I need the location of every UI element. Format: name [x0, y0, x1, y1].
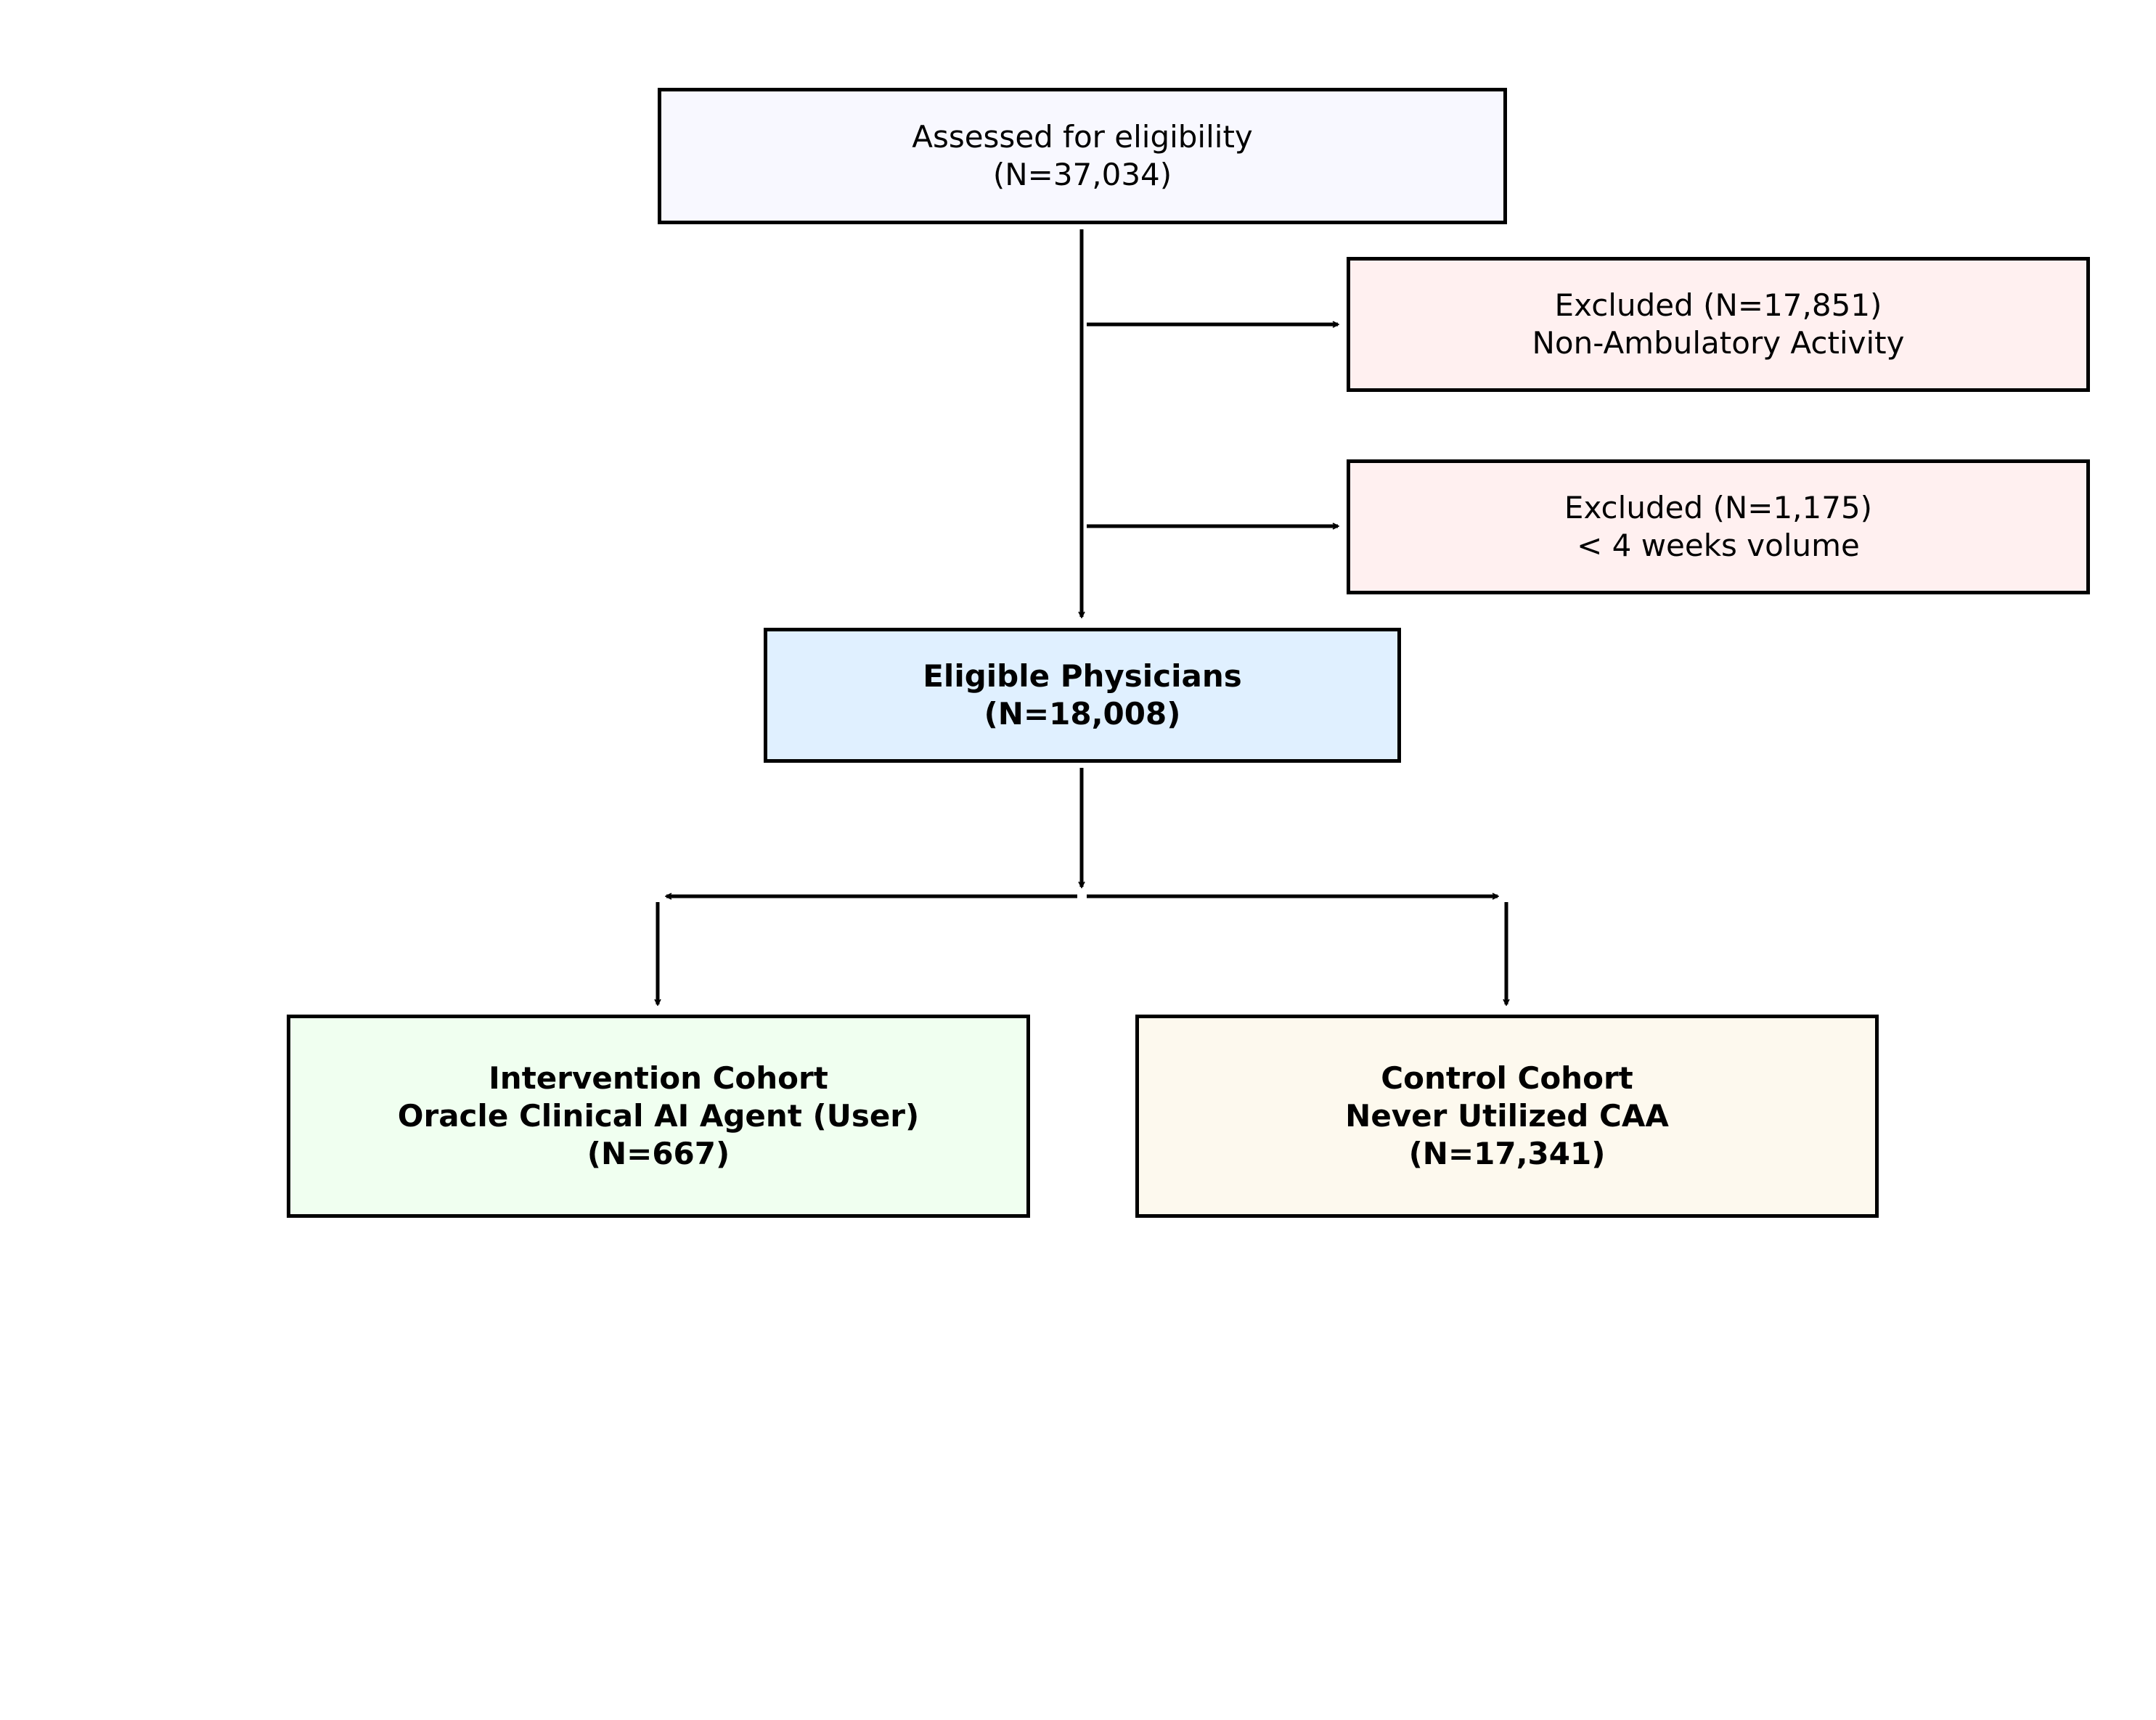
assessed-box: Assessed for eligibility (N=37,034) [658, 88, 1507, 224]
assessed-count: (N=37,034) [992, 157, 1172, 192]
intervention-description: Oracle Clinical AI Agent (User) [397, 1098, 920, 1134]
excluded-low-volume-box: Excluded (N=1,175) < 4 weeks volume [1347, 459, 2090, 594]
eligible-label: Eligible Physicians [923, 658, 1242, 694]
assessed-label: Assessed for eligibility [912, 119, 1253, 155]
excluded-1-count: Excluded (N=17,851) [1554, 287, 1882, 323]
control-cohort-box: Control Cohort Never Utilized CAA (N=17,… [1135, 1015, 1879, 1218]
eligible-count: (N=18,008) [984, 696, 1181, 732]
control-description: Never Utilized CAA [1345, 1098, 1669, 1134]
excluded-2-count: Excluded (N=1,175) [1564, 490, 1873, 525]
control-count: (N=17,341) [1408, 1136, 1606, 1171]
intervention-title: Intervention Cohort [489, 1060, 828, 1096]
excluded-2-reason: < 4 weeks volume [1577, 528, 1860, 563]
control-title: Control Cohort [1381, 1060, 1633, 1096]
eligible-physicians-box: Eligible Physicians (N=18,008) [764, 628, 1401, 763]
intervention-count: (N=667) [587, 1136, 730, 1171]
intervention-cohort-box: Intervention Cohort Oracle Clinical AI A… [287, 1015, 1030, 1218]
excluded-1-reason: Non-Ambulatory Activity [1532, 325, 1905, 361]
excluded-non-ambulatory-box: Excluded (N=17,851) Non-Ambulatory Activ… [1347, 257, 2090, 392]
